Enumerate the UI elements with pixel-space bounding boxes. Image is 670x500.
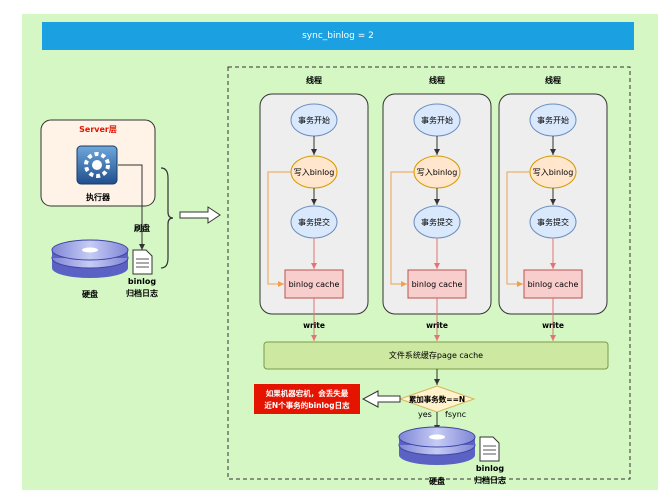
- commit-label: 事务提交: [298, 217, 330, 227]
- write-label: write: [303, 321, 325, 330]
- left-binlog-file-icon: [132, 249, 153, 275]
- flush-arrow: [118, 164, 145, 250]
- hollow-right-arrow: [179, 206, 221, 224]
- left-disk-icon: [51, 239, 129, 278]
- commit-label: 事务提交: [537, 217, 569, 227]
- grouping-brace: [160, 167, 174, 269]
- yes-label: yes: [418, 410, 432, 419]
- binlog-cache-box: [523, 269, 583, 299]
- bottom-binlog-file-icon: [479, 436, 500, 462]
- thread-title: 线程: [545, 76, 561, 85]
- server-layer-title: Server层: [79, 125, 117, 134]
- threads-container: [227, 66, 631, 480]
- binlog-cache-label: binlog cache: [527, 279, 579, 289]
- bottom-binlog-line1: binlog: [475, 464, 505, 473]
- left-binlog-line2: 归档日志: [126, 289, 158, 298]
- commit-label: 事务提交: [421, 217, 453, 227]
- bottom-disk-icon: [398, 426, 476, 465]
- write-label: write: [542, 321, 564, 330]
- title-bar: sync_binlog = 2: [42, 22, 634, 50]
- fsync-label: fsync: [445, 410, 467, 419]
- decision-label: 累加事务数==N: [408, 394, 466, 404]
- binlog-cache-label: binlog cache: [411, 279, 463, 289]
- write-binlog-label: 写入binlog: [293, 167, 335, 177]
- bottom-disk-label: 硬盘: [429, 477, 445, 486]
- hollow-left-arrow: [361, 390, 401, 408]
- binlog-cache-box: [407, 269, 467, 299]
- flush-label: 刷盘: [134, 224, 150, 233]
- write-binlog-to-cache-arrow: [506, 171, 530, 287]
- binlog-cache-label: binlog cache: [288, 279, 340, 289]
- executor-gear-icon: [76, 145, 118, 185]
- start-label: 事务开始: [537, 115, 569, 125]
- write-binlog-label: 写入binlog: [416, 167, 458, 177]
- write-binlog-to-cache-arrow: [390, 171, 414, 287]
- warning-box: [254, 384, 360, 414]
- thread-title: 线程: [429, 76, 445, 85]
- start-label: 事务开始: [421, 115, 453, 125]
- page-cache-box: [263, 341, 609, 370]
- executor-label: 执行器: [86, 193, 110, 202]
- warning-line2: 近N个事务的binlog日志: [264, 401, 350, 410]
- left-binlog-line1: binlog: [127, 277, 157, 286]
- page-cache-label: 文件系统缓存page cache: [388, 351, 484, 360]
- write-label: write: [426, 321, 448, 330]
- write-binlog-to-cache-arrow: [267, 171, 291, 287]
- thread-title: 线程: [306, 76, 322, 85]
- left-disk-label: 硬盘: [82, 290, 98, 299]
- warning-line1: 如果机器宕机，会丢失最: [265, 389, 349, 398]
- write-binlog-label: 写入binlog: [532, 167, 574, 177]
- diagram-title: sync_binlog = 2: [302, 31, 374, 41]
- bottom-binlog-line2: 归档日志: [474, 476, 506, 485]
- binlog-cache-box: [284, 269, 344, 299]
- start-label: 事务开始: [298, 115, 330, 125]
